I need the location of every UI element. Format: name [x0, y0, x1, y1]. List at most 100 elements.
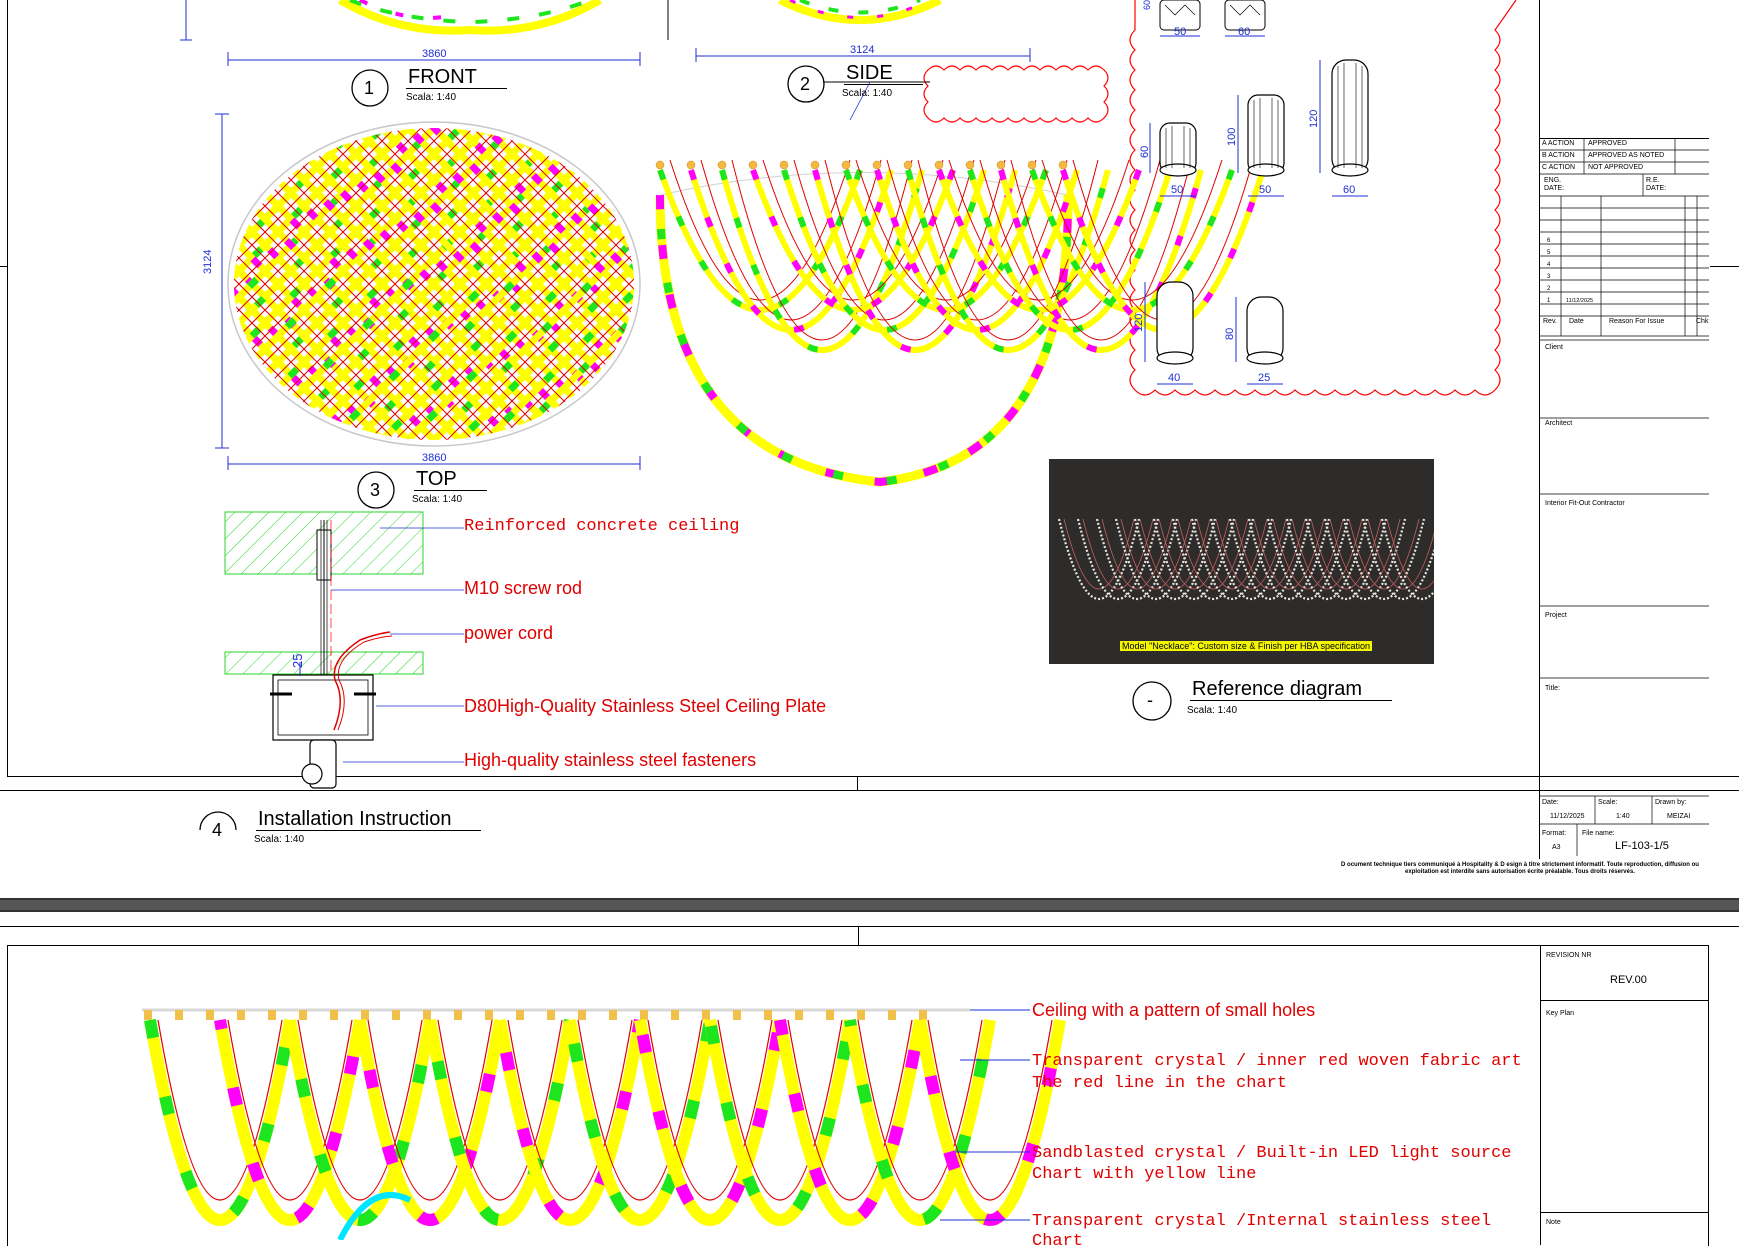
rev-row-4: 4 [1547, 262, 1551, 268]
install-view-scale: Scala: 1:40 [254, 834, 305, 845]
date-value: 11/12/2025 [1550, 813, 1585, 820]
crystal-low-w2: 25 [1258, 372, 1271, 384]
revision-cloud-large [1129, 0, 1517, 396]
callout-transparent-red-sub: The red line in the chart [1032, 1074, 1288, 1093]
drawn-by-label: Drawn by: [1655, 799, 1687, 806]
view-3-circle [357, 471, 395, 509]
view-ref-number: - [1147, 690, 1153, 710]
re-date-label: R.E. DATE: [1646, 177, 1667, 192]
crystal-top-h: 60 [1142, 0, 1152, 10]
callout-transparent-steel: Transparent crystal /Internal stainless … [1032, 1212, 1492, 1231]
front-dimension [227, 52, 641, 66]
callout-transparent-steel-sub: Chart [1032, 1232, 1084, 1251]
title-block-2-line2 [1540, 1212, 1708, 1213]
eng-date-label: ENG. DATE: [1544, 177, 1565, 192]
view-2-number: 2 [800, 74, 811, 94]
reference-image [1049, 459, 1434, 664]
note-label: Note [1546, 1219, 1561, 1226]
rev-header-reason: Reason For Issue [1609, 318, 1665, 325]
reference-chandelier-graphic [1057, 518, 1434, 601]
action-a-code: A ACTION [1542, 140, 1575, 147]
crystal-low-h2: 80 [1224, 327, 1236, 340]
file-name-value: LF-103-1/5 [1615, 840, 1669, 852]
top-dim-text: 3860 [422, 452, 447, 464]
front-dim-text: 3860 [422, 48, 447, 60]
side-view-remnant [667, 0, 942, 40]
crystal-mid-h1: 60 [1139, 145, 1151, 158]
crystal-mid-w1: 50 [1171, 184, 1184, 196]
format-label: Format: [1542, 830, 1567, 837]
crystal-mid-w2: 50 [1259, 184, 1272, 196]
install-view-title: Installation Instruction [256, 808, 482, 831]
view-4-number: 4 [212, 820, 223, 840]
crystal-top-w2: 60 [1238, 26, 1251, 38]
callout-sandblasted-sub: Chart with yellow line [1032, 1165, 1257, 1184]
callout-fasteners: High-quality stainless steel fasteners [464, 750, 757, 770]
reference-view-title: Reference diagram [1190, 678, 1393, 701]
drawn-by-value: MEIZAI [1667, 813, 1691, 820]
crystal-top-w1: 50 [1174, 26, 1187, 38]
callout-ceiling-plate: D80High-Quality Stainless Steel Ceiling … [464, 696, 827, 716]
margin-tick-left [0, 266, 7, 267]
top-view-title: TOP [414, 468, 487, 491]
rev-header-chk: Chk [1696, 318, 1709, 325]
callout-transparent-red: Transparent crystal / inner red woven fa… [1032, 1052, 1522, 1071]
front-view-title: FRONT [406, 66, 507, 89]
title-block-1 [1539, 0, 1710, 859]
project-label: Project [1545, 612, 1567, 619]
scale-value: 1:40 [1616, 813, 1630, 820]
rev-row-3: 3 [1547, 274, 1551, 280]
crystal-low-w1: 40 [1168, 372, 1181, 384]
side-view-title: SIDE [844, 62, 923, 85]
reference-view-scale: Scala: 1:40 [1187, 705, 1238, 716]
sheet-separator [0, 898, 1739, 912]
rev-row-6: 6 [1547, 238, 1551, 244]
sheet-2-top-strip [0, 926, 1739, 927]
file-name-label: File name: [1582, 830, 1615, 837]
action-a-label: APPROVED [1588, 140, 1627, 147]
view-4-circle [199, 811, 237, 830]
callout-power-cord: power cord [464, 623, 554, 643]
format-value: A3 [1552, 844, 1561, 851]
title-block-1-border [1539, 138, 1709, 139]
reference-caption: Model "Necklace": Custom size & Finish p… [1120, 641, 1372, 651]
crystal-mid-h3: 120 [1308, 109, 1320, 128]
view-ref-circle [1132, 681, 1172, 721]
drawing-views-svg [180, 0, 1517, 830]
view-1-number: 1 [364, 78, 375, 98]
side-view-scale: Scala: 1:40 [842, 88, 893, 99]
front-view-scale: Scala: 1:40 [406, 92, 457, 103]
title-label: Title: [1545, 685, 1560, 692]
crystal-mid-h2: 100 [1226, 127, 1238, 146]
client-label: Client [1545, 344, 1563, 351]
key-plan-label: Key Plan [1546, 1010, 1575, 1017]
rev-header-date: Date [1569, 318, 1584, 325]
sheet-2-strip-divider [858, 926, 859, 945]
title-block-2-line1 [1540, 1000, 1708, 1001]
scale-label: Scale: [1598, 799, 1618, 806]
rev-row-1: 1 [1547, 298, 1551, 304]
action-b-label: APPROVED AS NOTED [1588, 152, 1665, 159]
side-dim-text: 3124 [850, 44, 875, 56]
title-block-grid [1539, 138, 1709, 856]
action-c-code: C ACTION [1542, 164, 1576, 171]
rev-header-rev: Rev. [1543, 318, 1557, 325]
callout-concrete-ceiling: Reinforced concrete ceiling [464, 517, 740, 536]
callout-sandblasted: Sandblasted crystal / Built-in LED light… [1032, 1144, 1512, 1163]
architect-label: Architect [1545, 420, 1573, 427]
top-view-scale: Scala: 1:40 [412, 494, 463, 505]
view-2-circle [787, 65, 825, 103]
crystal-details [1156, 0, 1369, 365]
action-b-code: B ACTION [1542, 152, 1575, 159]
rev-row-2: 2 [1547, 286, 1551, 292]
callout-ceiling-holes: Ceiling with a pattern of small holes [1032, 1000, 1316, 1020]
drawing-sheet-2 [7, 945, 1709, 1246]
revision-nr-value: REV.00 [1610, 974, 1647, 986]
date-label: Date: [1542, 799, 1559, 806]
sheet-1-strip-divider [857, 776, 858, 790]
margin-tick-right [1710, 266, 1739, 267]
front-view-remnant [180, 0, 603, 41]
rev-row-5: 5 [1547, 250, 1551, 256]
elevation-drawing [142, 1008, 1066, 1240]
top-height-dim-text: 3124 [202, 249, 214, 274]
